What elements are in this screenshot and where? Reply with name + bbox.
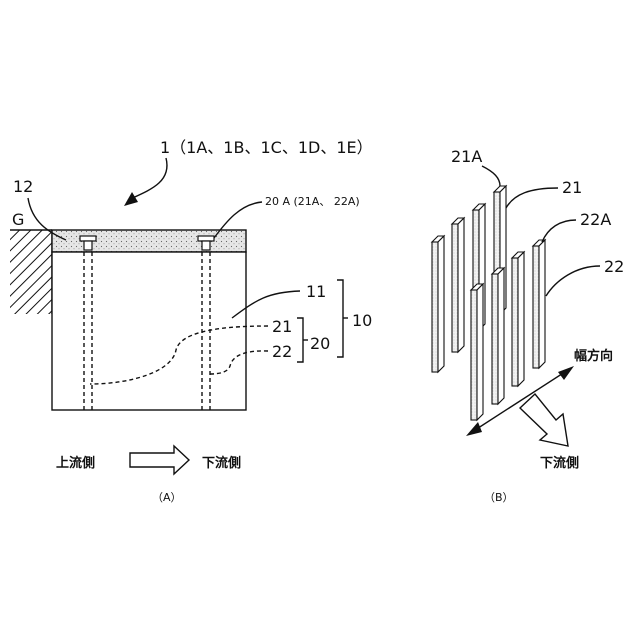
label-21-b: 21 <box>562 178 582 197</box>
label-11: 11 <box>306 282 326 301</box>
label-21-b-leader <box>506 188 558 208</box>
label-upstream: 上流側 <box>56 455 95 471</box>
label-21a-leader <box>482 166 500 186</box>
label-downstream-a: 下流側 <box>202 455 241 471</box>
flow-arrow-b <box>520 394 568 446</box>
pile-bar-5 <box>471 284 483 420</box>
label-width-direction: 幅方向 <box>574 348 613 364</box>
figure-a: 1（1A、1B、1C、1D、1E） G 12 <box>10 138 373 504</box>
label-12: 12 <box>13 177 33 196</box>
title-pointer-arrowhead <box>124 192 138 206</box>
label-21-a: 21 <box>272 317 292 336</box>
label-20: 20 <box>310 334 330 353</box>
figure-b: 21A 21 22A 22 幅方向 下流側 （B） <box>432 147 624 504</box>
label-21a: 21A <box>451 147 482 166</box>
label-10: 10 <box>352 311 372 330</box>
ground-hatch <box>10 230 52 314</box>
label-20a: 20 A (21A、 22A) <box>265 195 360 208</box>
pile-bar-22a <box>533 240 545 368</box>
pile-bar-2 <box>452 218 464 352</box>
label-22a: 22A <box>580 210 611 229</box>
caption-a: （A） <box>152 491 182 504</box>
pile-bar-1 <box>432 236 444 372</box>
main-body-11 <box>52 252 246 410</box>
label-22-b: 22 <box>604 257 624 276</box>
width-direction-arrowhead-right <box>558 366 574 380</box>
label-downstream-b: 下流側 <box>540 455 579 471</box>
flow-arrow-a <box>130 446 189 474</box>
caption-b: （B） <box>484 491 514 504</box>
label-22a-leader <box>542 220 576 242</box>
width-direction-arrowhead-left <box>466 422 482 436</box>
title-pointer-line <box>128 158 167 200</box>
label-22-b-leader <box>546 266 600 296</box>
bracket-10 <box>337 280 343 357</box>
pile-bar-6 <box>492 268 504 404</box>
figure-a-title: 1（1A、1B、1C、1D、1E） <box>160 138 373 157</box>
pile-bar-7 <box>512 252 524 386</box>
bracket-20 <box>297 318 303 362</box>
label-g: G <box>12 210 24 229</box>
label-22-a: 22 <box>272 342 292 361</box>
